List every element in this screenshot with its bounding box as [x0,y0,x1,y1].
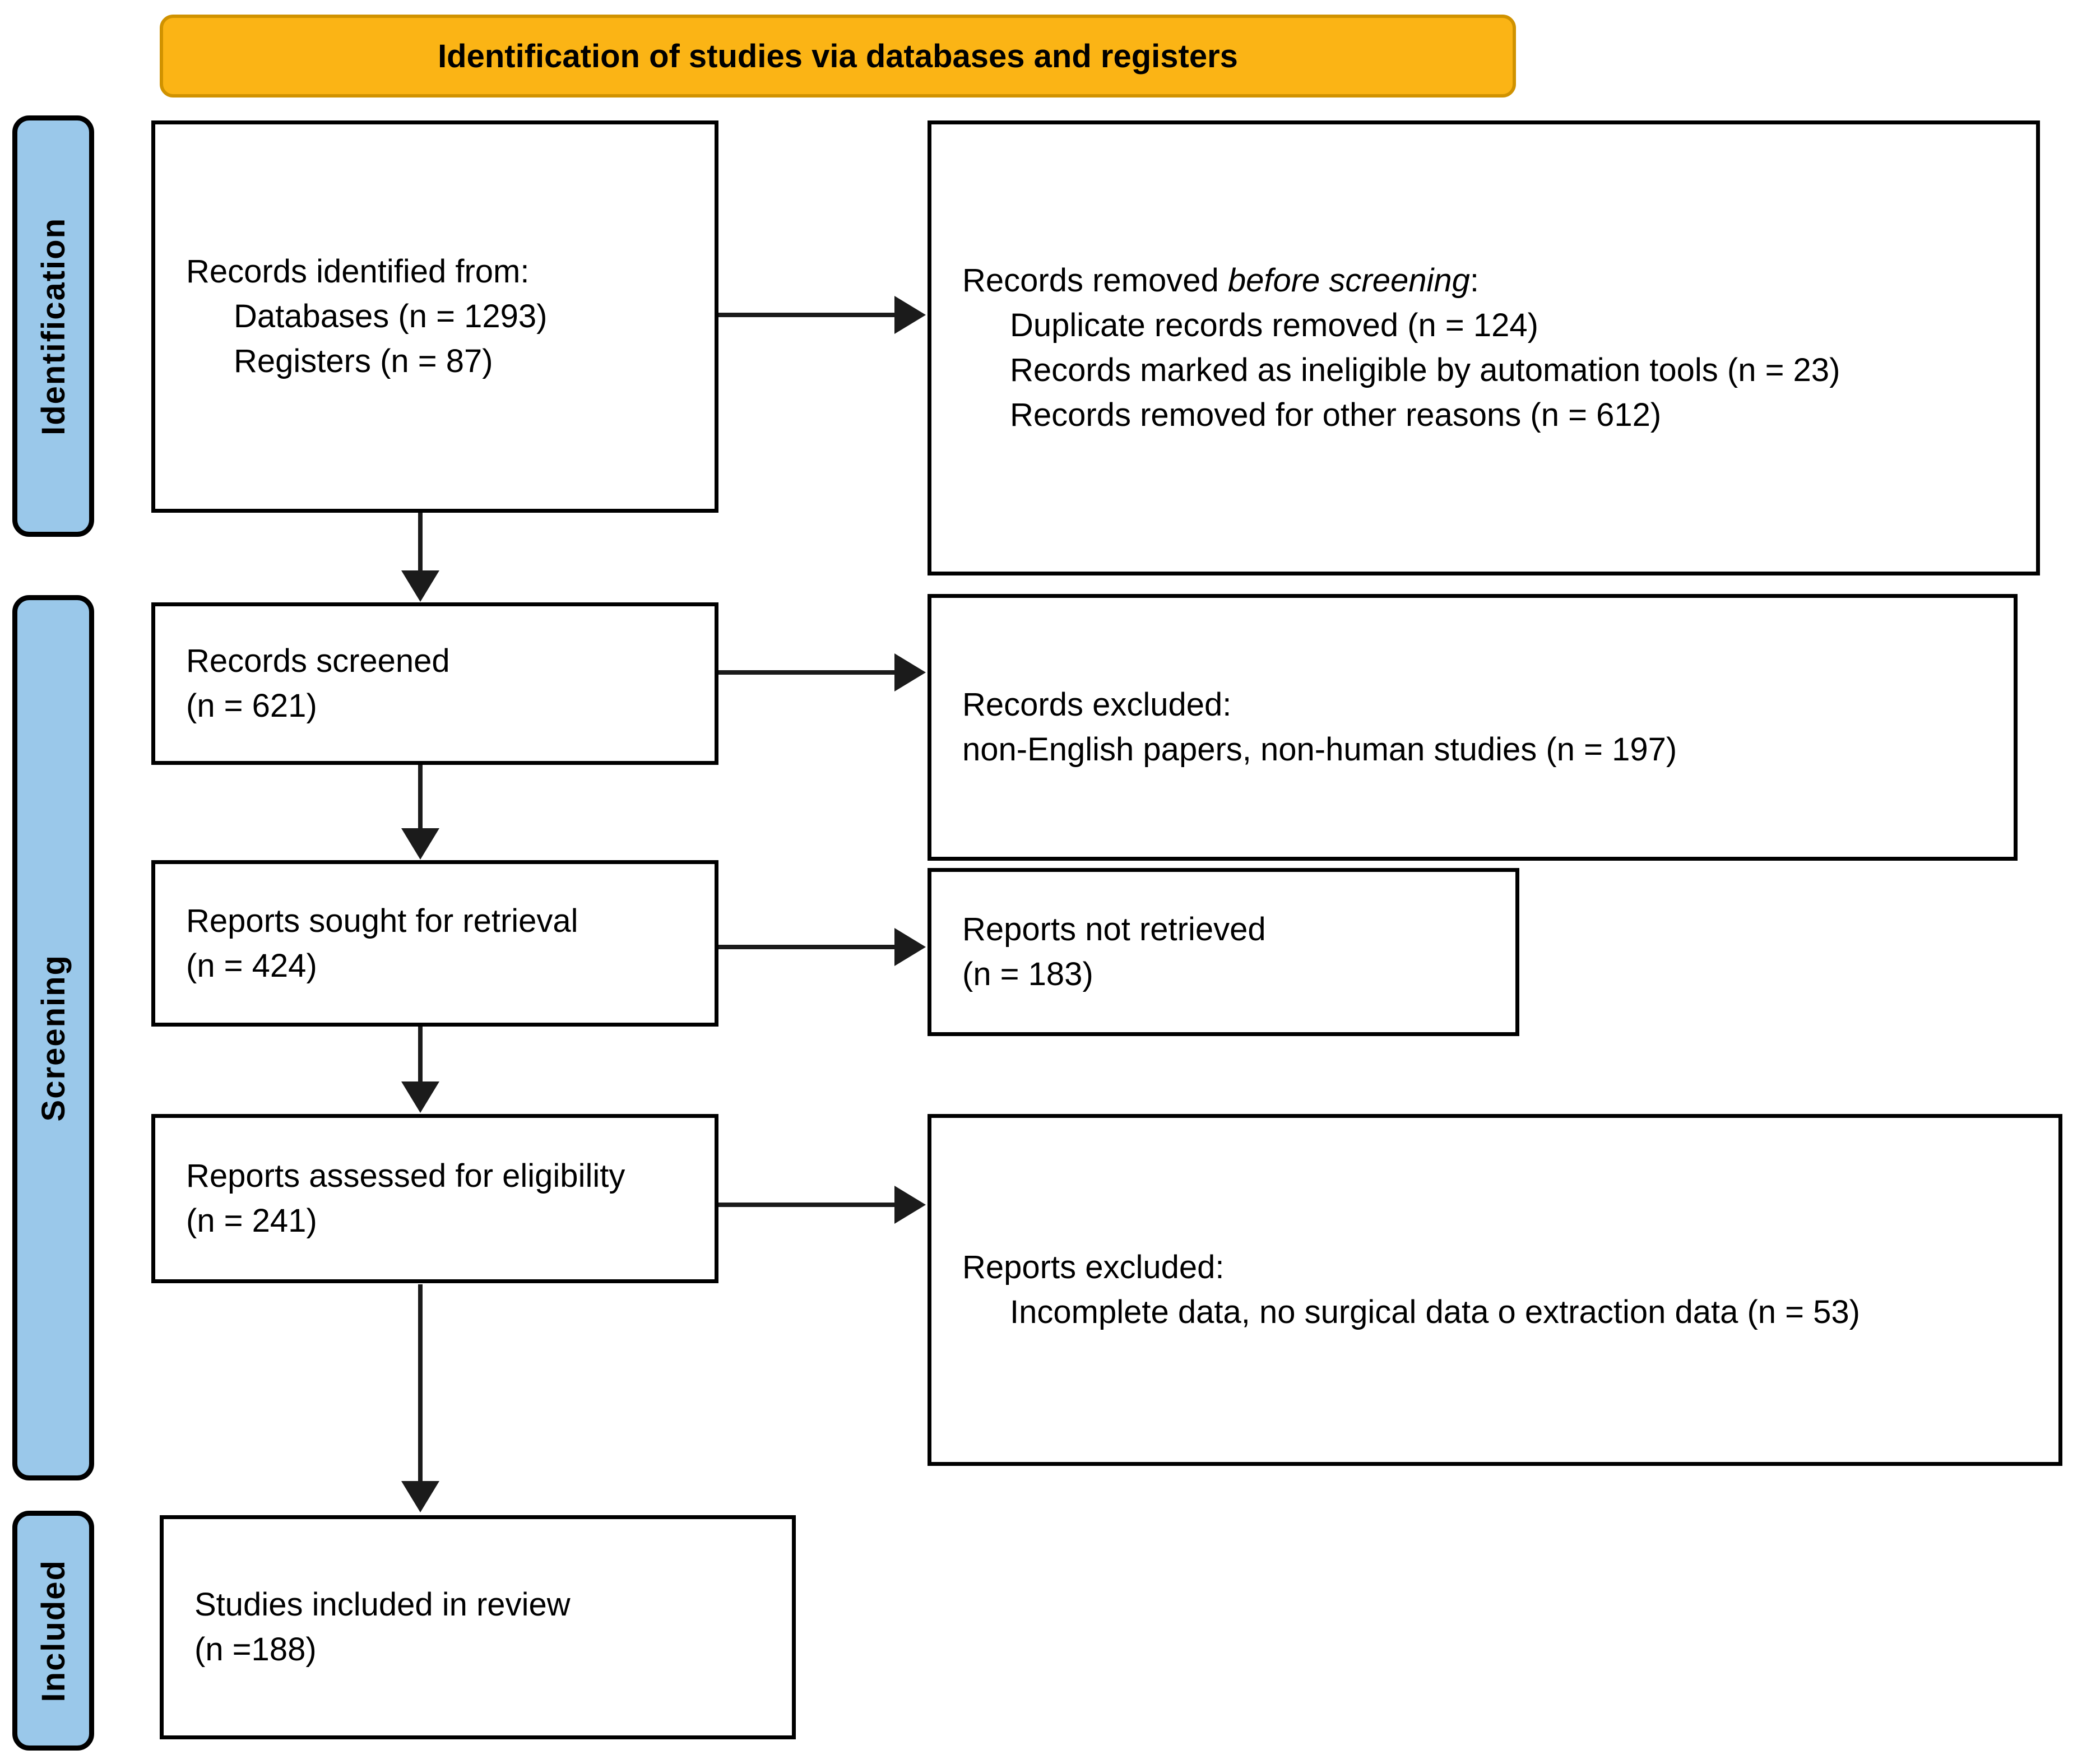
box-records-identified-databases: Databases (n = 1293) [234,298,548,335]
arrow-screened-to-sought [401,765,439,860]
box-records-removed-duplicates: Duplicate records removed (n = 124) [1010,307,1538,343]
box-reports-not-retrieved-line: Reports not retrieved [962,911,1266,948]
box-records-screened-count: (n = 621) [186,688,317,724]
box-records-screened-line: Records screened [186,643,450,679]
box-records-excluded-title: Records excluded: [962,686,1232,723]
box-records-identified-line: Records identified from: [186,253,530,290]
box-reports-sought-count: (n = 424) [186,947,317,984]
box-records-excluded: Records excluded: non-English papers, no… [928,594,2018,861]
box-reports-excluded-title: Reports excluded: [962,1249,1225,1285]
arrow-sought-to-assessed [401,1027,439,1113]
box-reports-not-retrieved-count: (n = 183) [962,956,1093,992]
box-records-removed-before-screening: Records removed before screening: Duplic… [928,120,2040,575]
stage-label-included-text: Included [35,1559,72,1702]
box-records-identified-registers: Registers (n = 87) [234,343,493,379]
arrow-screened-to-excluded [718,653,926,691]
box-records-removed-automation: Records marked as ineligible by automati… [1010,352,1840,388]
box-studies-included: Studies included in review (n =188) [160,1515,796,1739]
diagram-title: Identification of studies via databases … [438,38,1238,75]
arrow-assessed-to-reports-excluded [718,1186,926,1224]
box-reports-sought-line: Reports sought for retrieval [186,902,578,939]
box-reports-assessed-count: (n = 241) [186,1203,317,1239]
box-records-identified: Records identified from: Databases (n = … [151,120,718,513]
box-studies-included-line: Studies included in review [194,1586,571,1623]
stage-label-identification-text: Identification [35,217,72,435]
stage-label-included: Included [12,1511,94,1751]
box-records-removed-other: Records removed for other reasons (n = 6… [1010,397,1662,433]
box-reports-assessed: Reports assessed for eligibility (n = 24… [151,1114,718,1283]
arrow-sought-to-not-retrieved [718,928,926,966]
box-reports-sought: Reports sought for retrieval (n = 424) [151,860,718,1027]
arrow-identified-to-screened [401,513,439,602]
stage-label-screening: Screening [12,595,94,1480]
box-reports-excluded-reason: Incomplete data, no surgical data o extr… [1010,1294,1860,1330]
records-removed-title-suffix: : [1469,262,1480,299]
box-reports-not-retrieved: Reports not retrieved (n = 183) [928,868,1519,1036]
diagram-title-banner: Identification of studies via databases … [160,15,1516,98]
records-removed-title-italic: before screening [1227,262,1470,299]
records-removed-title-prefix: Records removed [962,262,1228,299]
box-records-excluded-reason: non-English papers, non-human studies (n… [962,731,1677,768]
arrow-identified-to-removed [718,296,926,334]
box-studies-included-count: (n =188) [194,1631,317,1668]
stage-label-identification: Identification [12,115,94,537]
arrow-assessed-to-included [401,1284,439,1512]
box-records-removed-title: Records removed before screening: [962,258,2019,303]
stage-label-screening-text: Screening [35,954,72,1122]
box-reports-excluded: Reports excluded: Incomplete data, no su… [928,1114,2062,1466]
box-records-screened: Records screened (n = 621) [151,602,718,765]
box-reports-assessed-line: Reports assessed for eligibility [186,1158,625,1194]
